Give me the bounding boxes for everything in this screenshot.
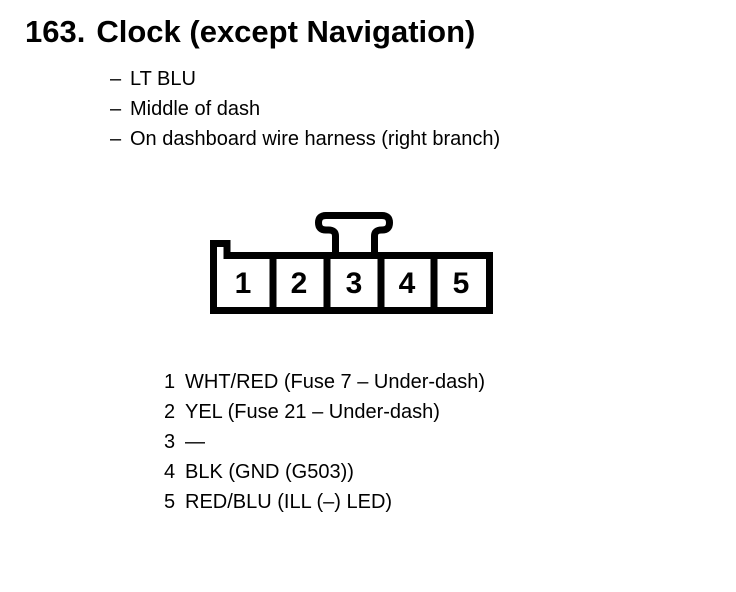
cavity-number: 5: [453, 267, 470, 300]
detail-text: Middle of dash: [130, 98, 261, 120]
pin-number: 3: [164, 431, 176, 453]
detail-item: – LT BLU: [110, 64, 500, 94]
connector-body-outline: [210, 240, 493, 314]
cavity-number: 3: [346, 267, 363, 300]
pin-number: 4: [164, 461, 176, 483]
pin-row: 1 WHT/RED (Fuse 7 – Under-dash): [164, 367, 485, 397]
connector-diagram: 1 2 3 4 5: [205, 205, 500, 320]
section-number: 163.: [25, 14, 86, 49]
pin-row: 3 —: [164, 427, 485, 457]
detail-text: On dashboard wire harness (right branch): [130, 128, 501, 150]
section-header: 163. Clock (except Navigation): [25, 16, 475, 47]
cavity-number: 2: [291, 267, 308, 300]
pin-wire-description: RED/BLU (ILL (–) LED): [185, 491, 393, 513]
detail-item: – Middle of dash: [110, 94, 500, 124]
connector-diagram-svg: 1 2 3 4 5: [210, 212, 493, 314]
pin-row: 5 RED/BLU (ILL (–) LED): [164, 487, 485, 517]
cavity-number: 1: [235, 267, 252, 300]
pin-wire-description: YEL (Fuse 21 – Under-dash): [185, 401, 440, 423]
detail-list: – LT BLU – Middle of dash – On dashboard…: [110, 64, 500, 154]
bullet-dash: –: [110, 128, 122, 150]
bullet-dash: –: [110, 68, 122, 90]
pin-row: 2 YEL (Fuse 21 – Under-dash): [164, 397, 485, 427]
pin-row: 4 BLK (GND (G503)): [164, 457, 485, 487]
pin-number: 2: [164, 401, 176, 423]
pin-number: 5: [164, 491, 176, 513]
connector-latch-tab-icon: [315, 212, 393, 262]
pin-number: 1: [164, 371, 176, 393]
bullet-dash: –: [110, 98, 122, 120]
pin-wire-description: —: [185, 431, 205, 453]
pinout-list: 1 WHT/RED (Fuse 7 – Under-dash) 2 YEL (F…: [164, 367, 485, 517]
page-title: Clock (except Navigation): [96, 14, 476, 49]
detail-item: – On dashboard wire harness (right branc…: [110, 124, 500, 154]
detail-text: LT BLU: [130, 68, 196, 90]
pin-wire-description: WHT/RED (Fuse 7 – Under-dash): [185, 371, 486, 393]
pin-wire-description: BLK (GND (G503)): [185, 461, 354, 483]
cavity-number: 4: [399, 267, 416, 300]
